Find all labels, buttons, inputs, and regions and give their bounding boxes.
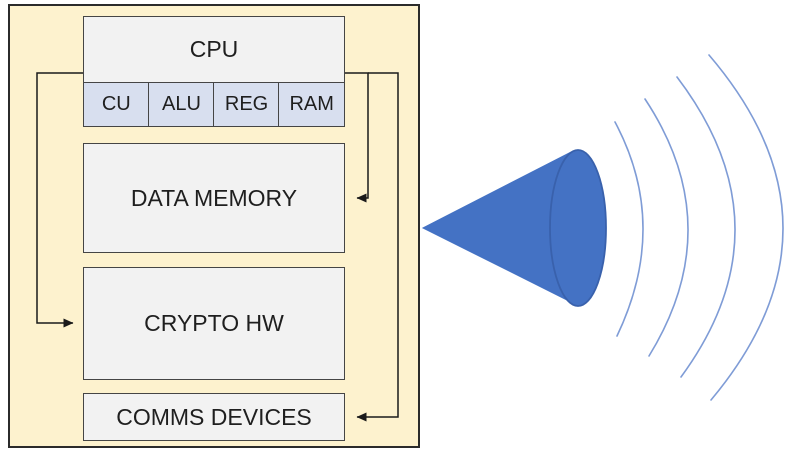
signal-waves-icon <box>614 54 784 401</box>
data-memory-block: DATA MEMORY <box>83 143 345 253</box>
signal-wave-1 <box>614 121 644 337</box>
comms-devices-label: COMMS DEVICES <box>116 403 312 430</box>
reg-cell: REG <box>213 81 280 127</box>
reg-label: REG <box>224 92 269 115</box>
alu-cell: ALU <box>148 81 215 127</box>
cpu-label: CPU <box>189 36 239 62</box>
cpu-units-row: CU ALU REG RAM <box>83 81 345 127</box>
ram-cell: RAM <box>278 81 345 127</box>
ram-label: RAM <box>289 92 334 115</box>
signal-wave-3 <box>676 76 736 378</box>
crypto-hw-label: CRYPTO HW <box>144 310 284 336</box>
signal-wave-2 <box>644 98 689 357</box>
signal-wave-4 <box>708 54 784 401</box>
comms-devices-block: COMMS DEVICES <box>83 393 345 441</box>
emanation-cone-icon <box>421 149 607 307</box>
cu-label: CU <box>101 92 131 115</box>
crypto-hw-block: CRYPTO HW <box>83 267 345 380</box>
cpu-block: CPU <box>83 16 345 83</box>
cu-cell: CU <box>83 81 150 127</box>
alu-label: ALU <box>161 92 201 115</box>
data-memory-label: DATA MEMORY <box>130 184 298 211</box>
